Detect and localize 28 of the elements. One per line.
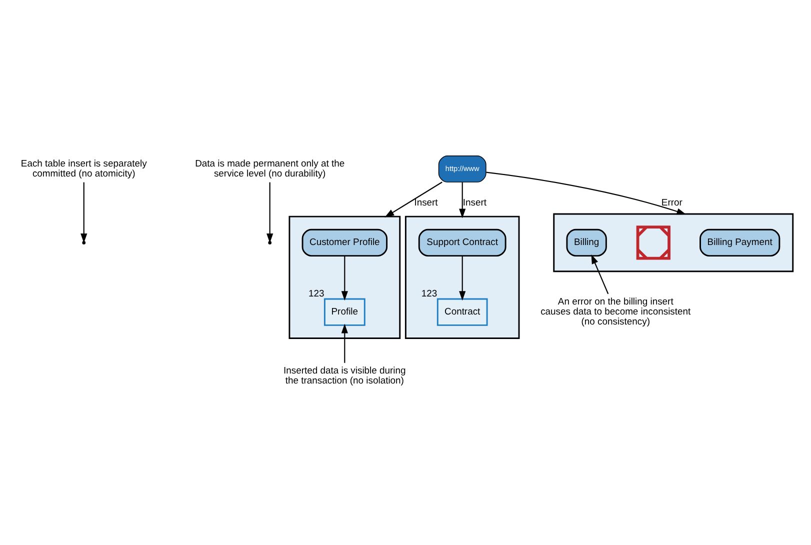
arrow (459, 256, 466, 301)
node-box: http://www (438, 156, 486, 182)
node-box: Billing (566, 228, 607, 257)
cluster (404, 216, 520, 339)
edge-label: Insert (462, 198, 486, 209)
arrow (384, 182, 442, 218)
arrow (341, 256, 348, 301)
node-text: Each table insert is separately committed (no atomicity) (20, 158, 147, 180)
edge-label: Insert (414, 198, 438, 209)
arrow (80, 182, 88, 243)
node-label: 123 (308, 288, 324, 300)
arrow (266, 182, 274, 243)
node-text: An error on the billing insert causes data to become inconsistent (no consistency) (540, 296, 691, 328)
node-box: Support Contract (418, 228, 506, 257)
node-text: Data is made permanent only at the service level (no durability) (195, 158, 345, 180)
node-box: Contract (436, 298, 488, 326)
cluster (553, 213, 794, 272)
node-box: Billing Payment (700, 228, 780, 257)
cluster (288, 216, 401, 339)
arrow (341, 324, 348, 363)
arrow (486, 172, 686, 215)
node-text: Inserted data is visible during the transaction (no isolation) (284, 365, 406, 387)
node-box: Customer Profile (302, 228, 388, 257)
edge-label: Error (661, 198, 682, 209)
arrow (459, 182, 466, 218)
node-box: Profile (324, 298, 366, 326)
node-label: 123 (421, 288, 438, 300)
arrow (591, 254, 609, 294)
